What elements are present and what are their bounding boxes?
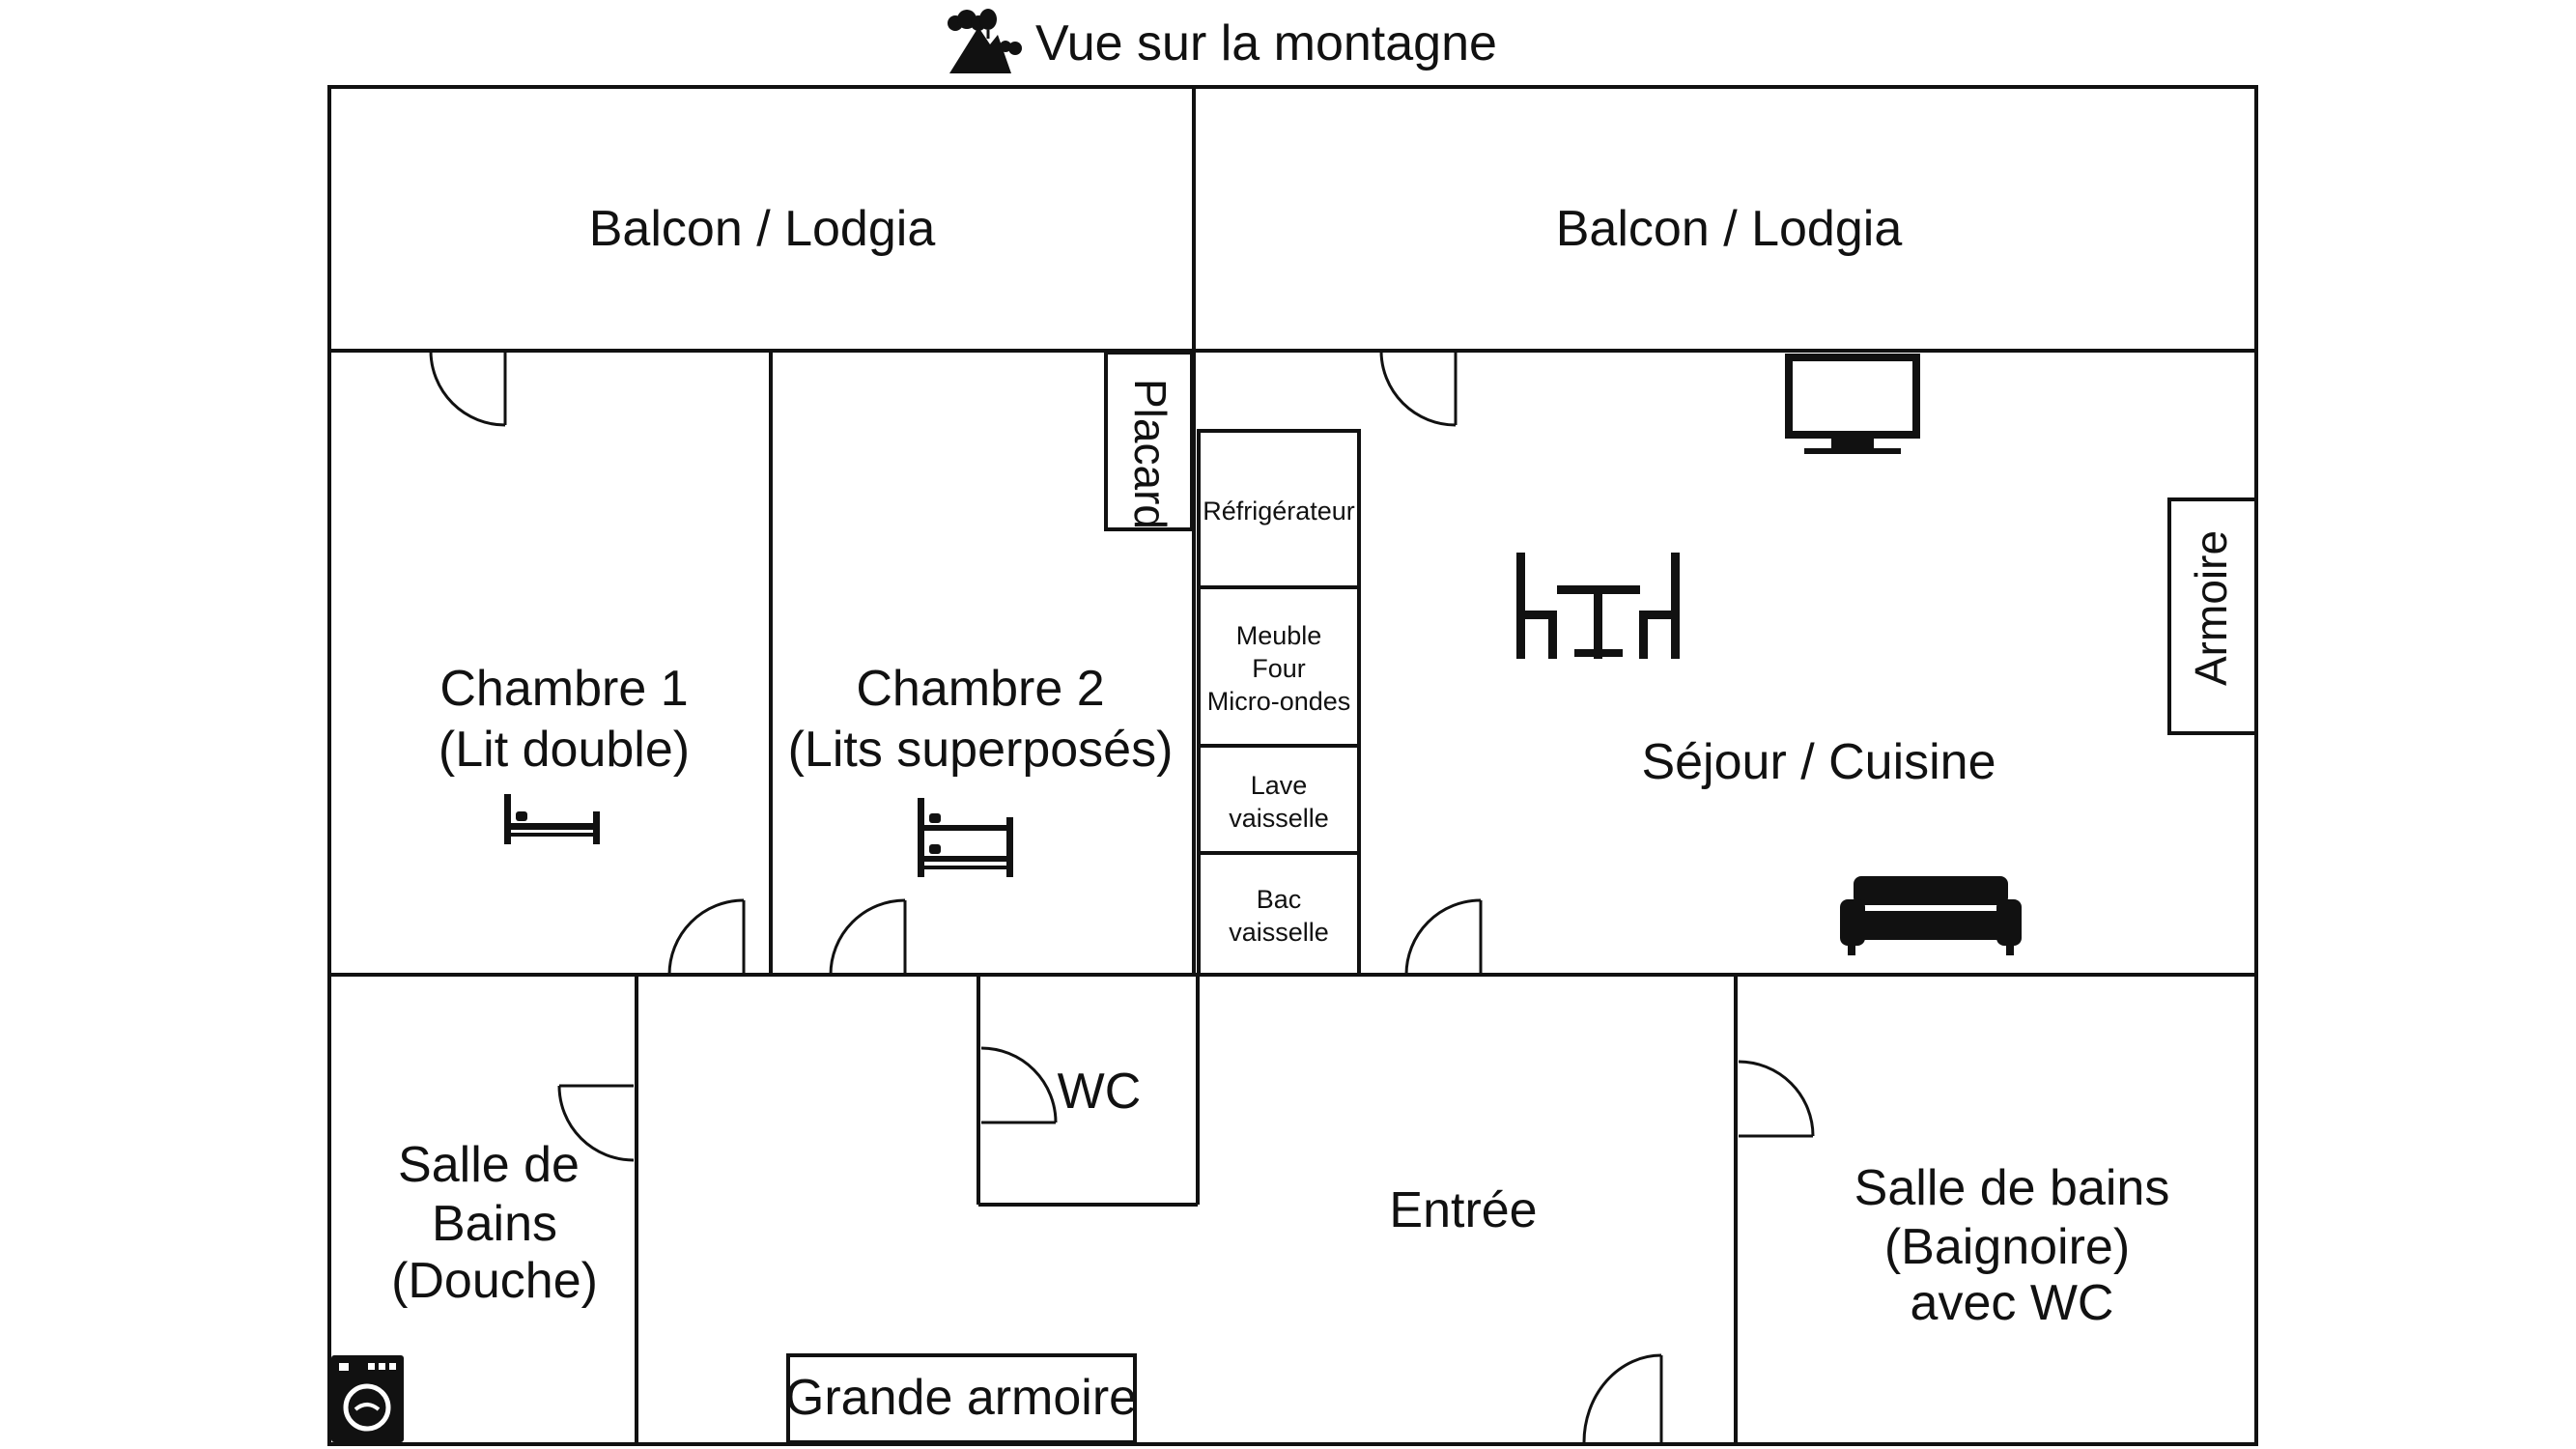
meuble-four: [1197, 585, 1361, 748]
refrigerateur: [1197, 429, 1361, 589]
salle-douche-label-1: Salle de: [398, 1137, 580, 1193]
sofa-icon: [1840, 876, 2022, 955]
door-salle-douche: [557, 1084, 635, 1162]
salle-bains-label-3: avec WC: [1911, 1275, 2114, 1331]
balcony-right-label: Balcon / Lodgia: [1556, 201, 1903, 257]
svg-text:Four: Four: [1252, 654, 1306, 683]
mountain-view-icon: [948, 9, 1022, 73]
door-wc: [980, 1046, 1058, 1124]
washing-machine-icon: [331, 1355, 404, 1442]
grande-armoire: Grande armoire: [785, 1353, 1137, 1444]
doors: [429, 350, 1815, 1443]
svg-text:Bac: Bac: [1257, 885, 1302, 914]
salle-douche-label-2: Bains: [432, 1196, 557, 1252]
dining-table-icon: [1516, 553, 1680, 659]
entree-label: Entrée: [1389, 1182, 1537, 1238]
placard-label: Placard: [1125, 379, 1175, 529]
svg-text:vaisselle: vaisselle: [1229, 918, 1329, 947]
sejour-label: Séjour / Cuisine: [1641, 734, 1996, 790]
lave-vaisselle: [1197, 744, 1361, 855]
svg-text:Micro-ondes: Micro-ondes: [1207, 687, 1351, 716]
outer-wall: [327, 85, 2258, 1446]
door-sejour-balcony: [1379, 350, 1458, 427]
svg-text:Meuble: Meuble: [1236, 621, 1322, 650]
armoire: Armoire: [2167, 497, 2258, 735]
kitchen-units: Réfrigérateur Meuble Four Micro-ondes La…: [1197, 429, 1361, 977]
refrigerateur-label: Réfrigérateur: [1203, 497, 1355, 526]
chambre1-sublabel: (Lit double): [439, 722, 690, 778]
door-chambre1-balcony: [429, 350, 507, 427]
door-entree: [1582, 1353, 1663, 1443]
wc-label: WC: [1058, 1064, 1142, 1120]
header-title: Vue sur la montagne: [1035, 15, 1497, 71]
door-chambre2: [829, 898, 907, 976]
placard: Placard: [1104, 351, 1194, 531]
double-bed-icon: [504, 794, 600, 844]
svg-text:vaisselle: vaisselle: [1229, 804, 1329, 833]
salle-douche-label-3: (Douche): [391, 1253, 598, 1309]
grande-armoire-label: Grande armoire: [785, 1370, 1137, 1426]
salle-bains-label-2: (Baignoire): [1884, 1219, 2130, 1275]
bunk-bed-icon: [918, 798, 1013, 877]
chambre1-label: Chambre 1: [439, 661, 688, 717]
door-salle-bains: [1738, 1060, 1815, 1138]
bac-vaisselle: [1197, 851, 1361, 977]
salle-bains-label-1: Salle de bains: [1854, 1160, 2170, 1216]
svg-text:Lave: Lave: [1251, 771, 1308, 800]
door-chambre1: [667, 898, 746, 976]
door-sejour: [1404, 898, 1483, 976]
balcony-left-label: Balcon / Lodgia: [589, 201, 936, 257]
chambre2-label: Chambre 2: [856, 661, 1104, 717]
tv-icon: [1785, 354, 1920, 454]
armoire-label: Armoire: [2186, 530, 2236, 686]
chambre2-sublabel: (Lits superposés): [788, 722, 1174, 778]
